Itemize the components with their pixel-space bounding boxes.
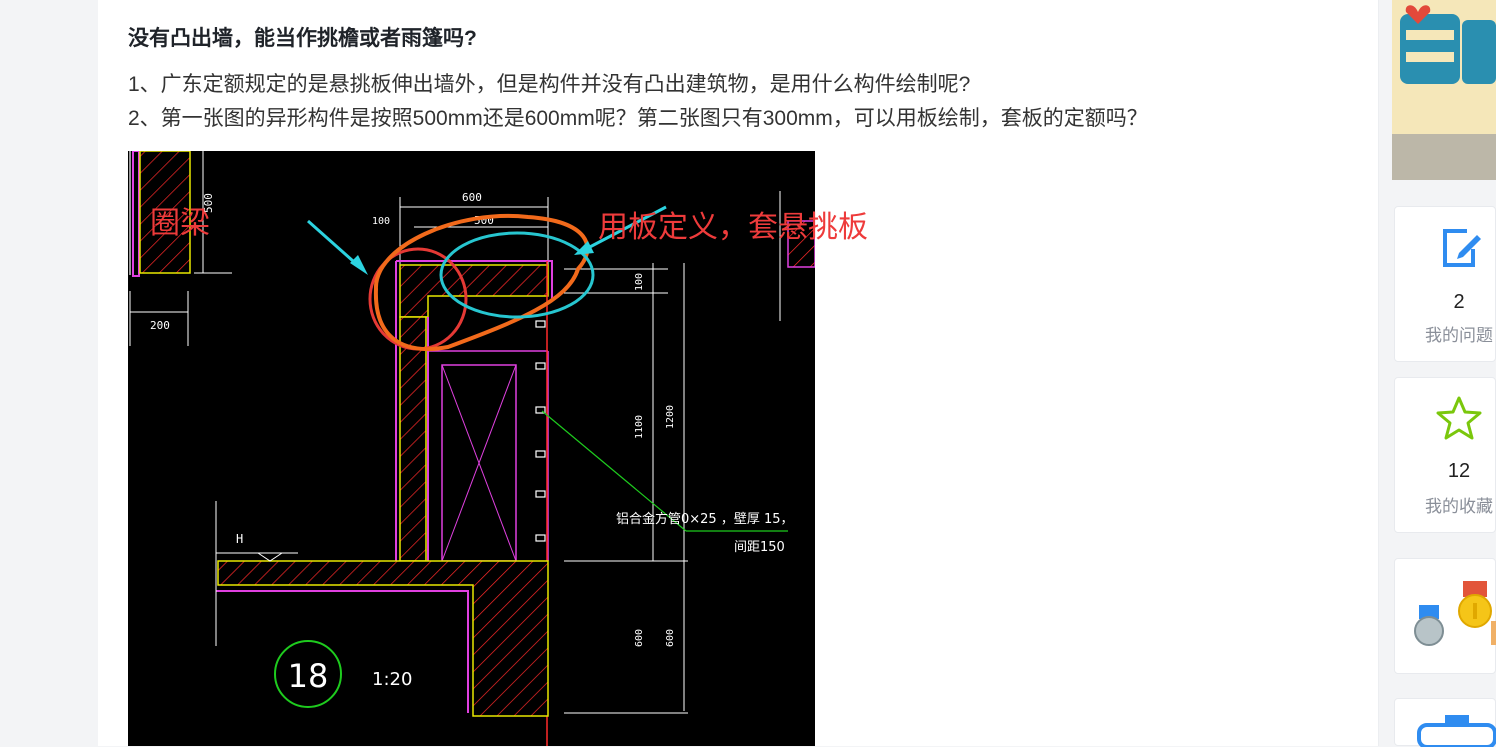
dim-500-left: 500 [202,193,215,213]
callout-material: 铝合金方管0×25 ，壁厚 15， [616,511,794,527]
dim-200: 200 [150,319,170,332]
floor-slab [217,560,549,717]
callout-spacing: 间距150 [734,540,785,555]
detail-marker-circle [274,640,342,708]
dim-600-b: 600 [665,629,676,647]
my-questions-card[interactable]: 2 我的问题 [1394,206,1496,362]
dim-600-a: 600 [634,629,645,647]
my-questions-label: 我的问题 [1425,326,1493,345]
slab-orange-outline [373,213,590,352]
trophy-card[interactable] [1394,698,1496,747]
cad-drawing: 500 200 600 500 100 [129,151,815,746]
cad-detail-image[interactable]: 500 200 600 500 100 [128,151,815,746]
my-favorites-label: 我的收藏 [1425,497,1493,516]
star-icon [1436,396,1482,440]
slab-cyan-ellipse [439,231,595,319]
detail-scale: 1:20 [372,669,412,690]
vertical-wall [399,316,427,562]
my-favorites-card[interactable]: 12 我的收藏 [1394,377,1496,533]
annotation-ring-beam: 圈梁 [150,207,210,240]
detail-number: 18 [288,657,329,695]
dim-600-top: 600 [462,191,482,204]
dim-100-top: 100 [372,216,390,227]
annotation-use-slab: 用板定义，套悬挑板 [598,211,868,244]
question-card: 没有凸出墙，能当作挑檐或者雨篷吗? 1、广东定额规定的是悬挑板伸出墙外，但是构件… [98,0,1379,746]
wall-outline-left [132,151,140,277]
wall-left-hatch [139,151,191,274]
dim-1200: 1200 [665,405,676,429]
promo-banner-art [1392,0,1496,180]
arrow-slab [585,205,667,251]
medal-icon [1414,581,1496,646]
dim-1100: 1100 [634,415,645,439]
question-line-1: 1、广东定额规定的是悬挑板伸出墙外，但是构件并没有凸出建筑物，是用什么构件绘制呢… [128,73,971,96]
medals-card[interactable] [1394,558,1496,674]
question-line-2: 2、第一张图的异形构件是按照500mm还是600mm呢？第二张图只有300mm，… [128,107,1148,130]
question-title: 没有凸出墙，能当作挑檐或者雨篷吗? [128,27,477,50]
my-favorites-count: 12 [1447,460,1471,482]
edit-note-icon [1443,229,1481,267]
dim-100-right: 100 [634,273,645,291]
my-questions-count: 2 [1453,291,1465,313]
promo-banner[interactable] [1392,0,1496,180]
ribbon-icon [1417,715,1496,747]
level-mark: H [236,532,243,546]
